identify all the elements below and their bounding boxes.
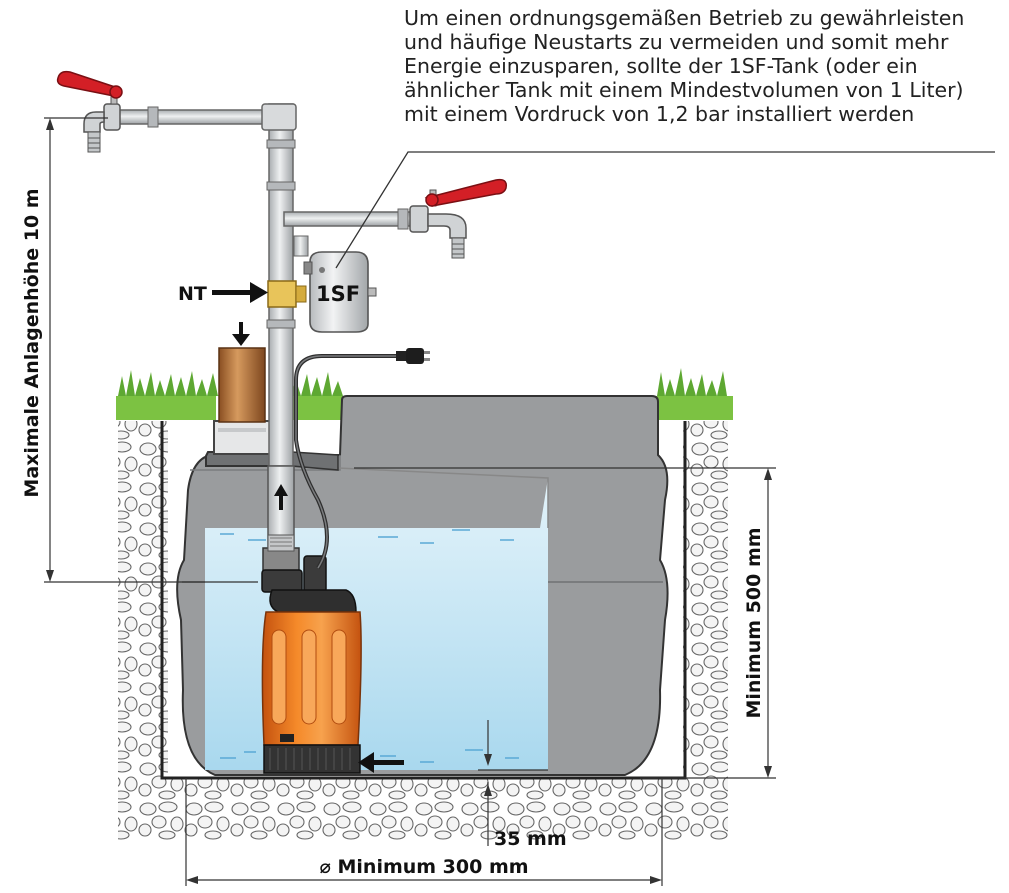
gap-label: 35 mm — [494, 828, 567, 850]
note-line: Um einen ordnungsgemäßen Betrieb zu gewä… — [404, 6, 965, 30]
max-height-label: Maximale Anlagenhöhe 10 m — [21, 188, 43, 497]
lower-branch-pipe — [283, 211, 415, 227]
nt-arrow-icon — [212, 282, 268, 303]
flow-arrow-icon — [274, 484, 288, 510]
intake-arrow-icon — [358, 752, 404, 773]
min-width-dimension — [185, 778, 663, 886]
note-line: ähnlicher Tank mit einem Mindestvolumen … — [404, 78, 964, 102]
tank-rib — [190, 455, 341, 471]
valve-handle-icon — [424, 178, 508, 207]
installation-note: Um einen ordnungsgemäßen Betrieb zu gewä… — [404, 6, 996, 126]
faucet-icon — [409, 189, 467, 259]
inlet-arrow-icon — [232, 322, 250, 346]
gravel-bed — [118, 421, 728, 841]
submersible-pump — [261, 547, 362, 774]
min-height-label: Minimum 500 mm — [743, 527, 765, 718]
note-leader-line — [335, 151, 995, 269]
pit-outline — [160, 421, 687, 780]
valve-handle-icon — [56, 70, 123, 99]
note-line: Energie einzusparen, sollte der 1SF-Tank… — [404, 54, 918, 78]
min-width-label: ⌀ Minimum 300 mm — [319, 856, 528, 878]
nt-label: NT — [178, 283, 207, 305]
note-line: und häufige Neustarts zu vermeiden und s… — [404, 30, 949, 54]
pressure-tank-icon: 1SF — [303, 251, 377, 333]
inlet-socket — [213, 420, 271, 455]
max-height-dimension — [44, 117, 258, 583]
upper-branch-pipe — [117, 109, 277, 125]
inlet-pipe — [218, 347, 266, 423]
check-valve — [267, 280, 297, 308]
power-plug-icon — [396, 348, 430, 364]
min-height-dimension — [354, 467, 776, 779]
note-line: mit einem Vordruck von 1,2 bar installie… — [404, 102, 915, 126]
tank-label: 1SF — [316, 282, 360, 306]
